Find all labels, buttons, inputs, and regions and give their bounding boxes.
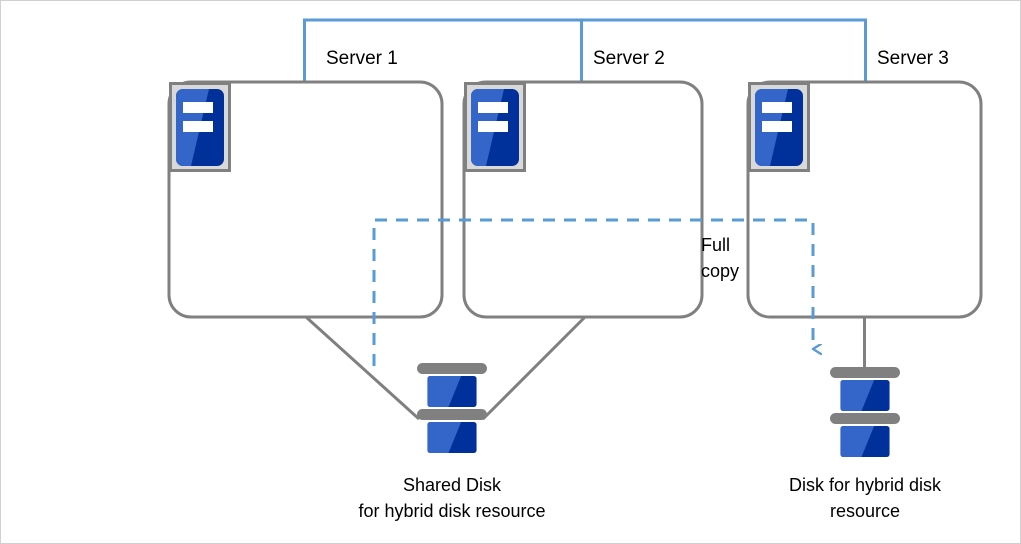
shared-disk-connectors [304, 315, 587, 421]
server-2-icon [466, 84, 525, 171]
shared-disk-caption-line2: for hybrid disk resource [358, 501, 545, 521]
server-1-group[interactable]: Server 1 [167, 48, 444, 319]
connector-server-1-to-shared-disk [304, 315, 421, 421]
replication-dashed-line [372, 218, 813, 366]
replication-path: Full copy [372, 218, 813, 366]
full-copy-annotation-line1: Full [701, 235, 730, 255]
hybrid-disk-platter-top [840, 380, 889, 411]
server-3-icon [750, 84, 809, 171]
hybrid-disk-caption-line2: resource [830, 501, 900, 521]
server-2-label: Server 2 [593, 48, 665, 69]
shared-disk-band-top [417, 363, 487, 374]
shared-disk-caption: Shared Disk for hybrid disk resource [358, 475, 545, 521]
server-3-label: Server 3 [877, 48, 949, 69]
server-1-icon [171, 84, 230, 171]
hybrid-disk-caption: Disk for hybrid disk resource [789, 475, 942, 521]
server-3-group[interactable]: Server 3 [746, 48, 983, 319]
hybrid-disk-icon[interactable] [830, 367, 900, 457]
network-interconnect [303, 18, 867, 82]
shared-disk-platter-bottom [427, 422, 476, 453]
shared-disk-band-middle [417, 409, 487, 420]
full-copy-annotation-line2: copy [701, 261, 739, 281]
server-2-group[interactable]: Server 2 [462, 48, 704, 319]
connector-server-2-to-shared-disk [481, 315, 587, 421]
hybrid-disk-band-top [830, 367, 900, 378]
hybrid-disk-band-middle [830, 413, 900, 424]
hybrid-disk-platter-bottom [840, 426, 889, 457]
hybrid-disk-caption-line1: Disk for hybrid disk [789, 475, 942, 495]
shared-disk-platter-top [427, 376, 476, 407]
shared-disk-icon[interactable] [417, 363, 487, 453]
server-1-label: Server 1 [326, 48, 398, 69]
shared-disk-caption-line1: Shared Disk [403, 475, 502, 495]
